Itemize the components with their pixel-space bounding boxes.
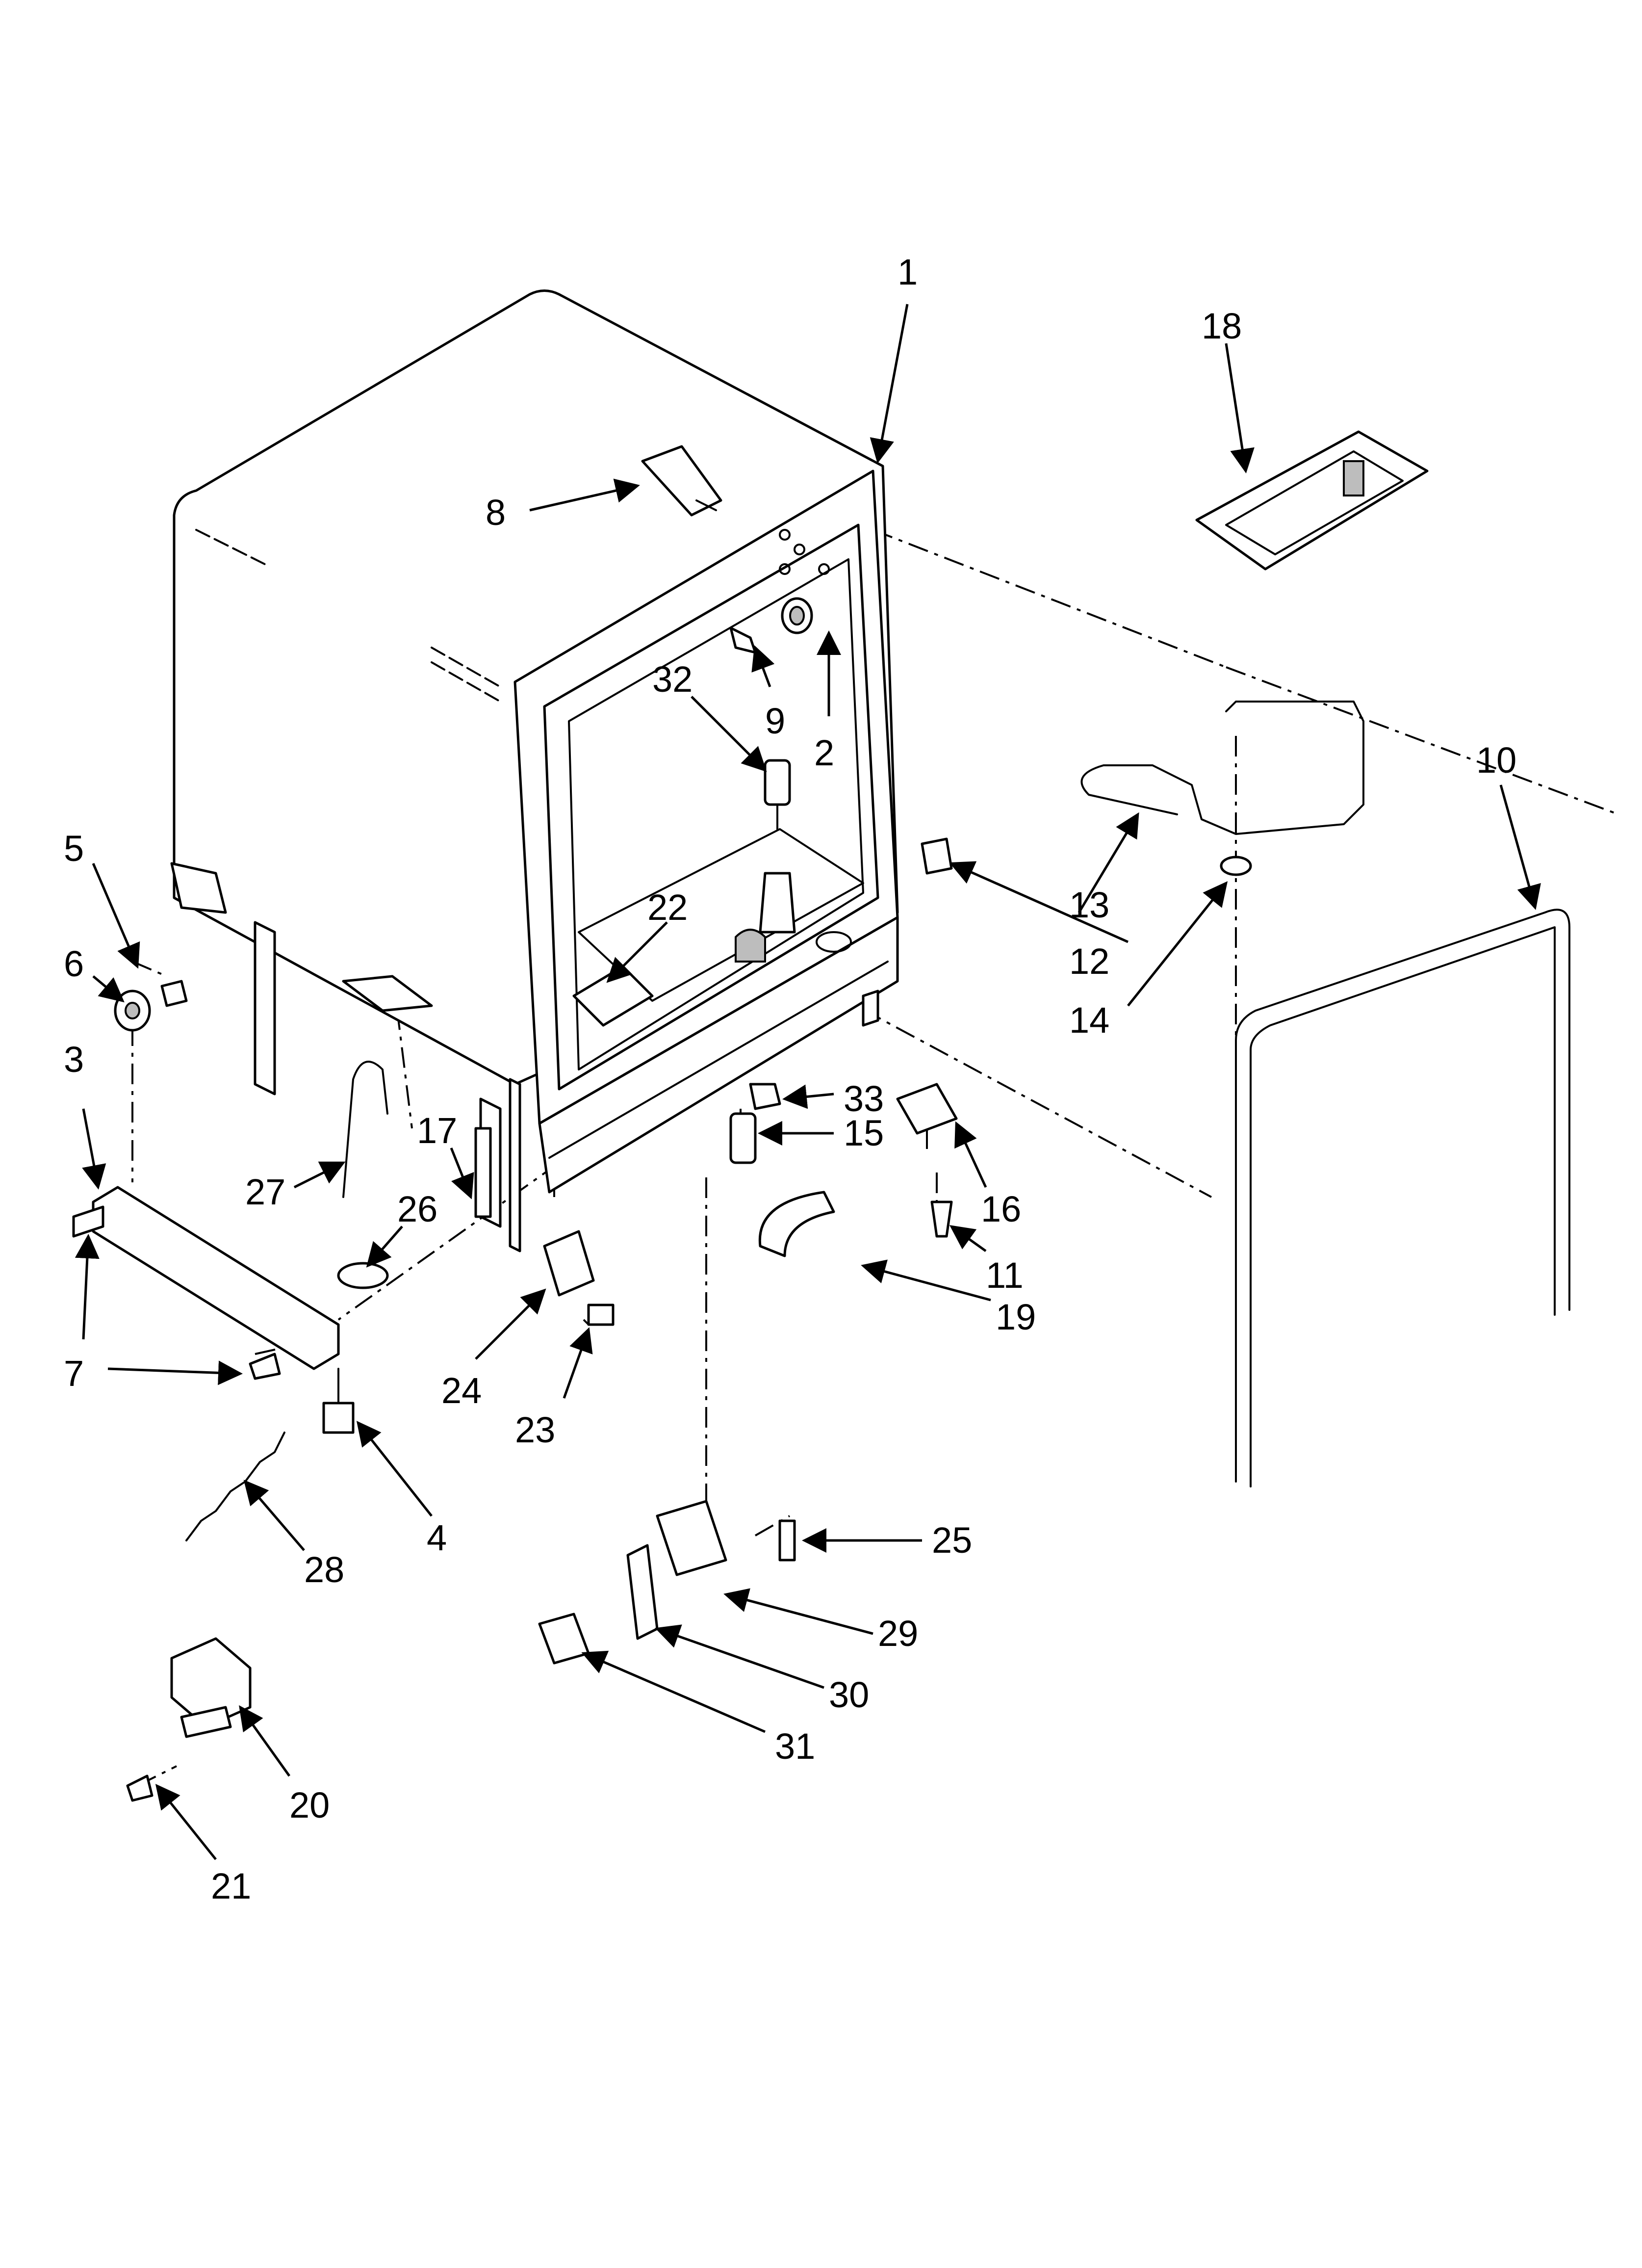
callout-1: 1 xyxy=(898,252,918,292)
callout-20: 20 xyxy=(289,1785,330,1825)
callout-8: 8 xyxy=(486,492,506,533)
callout-23: 23 xyxy=(515,1409,555,1450)
inlet-fitting xyxy=(781,597,813,634)
hose-clamp-26 xyxy=(337,1262,389,1289)
tub-tower xyxy=(759,872,852,953)
mounting-bracket xyxy=(92,1186,340,1370)
callout-14: 14 xyxy=(1069,1000,1109,1041)
screw-25 xyxy=(778,1519,796,1562)
callout-4: 4 xyxy=(427,1517,447,1558)
callout-21: 21 xyxy=(211,1866,251,1906)
callout-11: 11 xyxy=(986,1255,1024,1296)
washer xyxy=(1220,856,1252,876)
switch xyxy=(896,1083,958,1135)
callout-27: 27 xyxy=(245,1172,285,1212)
callout-13: 13 xyxy=(1069,885,1109,925)
callout-12: 12 xyxy=(1069,941,1109,982)
spacer xyxy=(729,1112,757,1164)
vent-cover xyxy=(1195,430,1429,571)
callout-18: 18 xyxy=(1202,306,1242,346)
u-frame xyxy=(1235,909,1570,1487)
screw-7-upper xyxy=(72,1205,104,1238)
callout-10: 10 xyxy=(1476,740,1516,781)
callout-9: 9 xyxy=(765,701,785,741)
screw-5 xyxy=(160,980,188,1007)
callout-3: 3 xyxy=(64,1039,84,1080)
callout-16: 16 xyxy=(981,1189,1021,1229)
callout-29: 29 xyxy=(878,1613,918,1654)
callout-labels: 1 2 3 4 5 6 7 7 8 9 10 11 12 13 14 15 16… xyxy=(64,252,1516,1906)
latch-housing xyxy=(656,1500,727,1576)
latch-lever xyxy=(626,1544,659,1640)
callout-31: 31 xyxy=(775,1726,815,1767)
strip xyxy=(474,1127,492,1218)
callout-32: 32 xyxy=(652,659,693,700)
callout-26: 26 xyxy=(397,1189,437,1229)
callout-5: 5 xyxy=(64,828,84,869)
callout-25: 25 xyxy=(932,1520,972,1561)
callout-24: 24 xyxy=(441,1370,482,1411)
callout-15: 15 xyxy=(844,1113,884,1153)
callout-7: 7 xyxy=(64,1353,84,1394)
screw-7-lower xyxy=(249,1353,281,1380)
screw-11 xyxy=(930,1200,953,1238)
spring xyxy=(185,1432,285,1541)
callout-17: 17 xyxy=(417,1110,457,1151)
top-bracket xyxy=(641,445,722,517)
screw-21 xyxy=(126,1774,154,1802)
door-latch xyxy=(543,1230,595,1297)
nut-33 xyxy=(749,1083,781,1110)
clip xyxy=(921,837,953,875)
callout-30: 30 xyxy=(829,1674,869,1715)
hose-clamp xyxy=(758,1191,835,1257)
latch-cover xyxy=(538,1613,590,1665)
washer-6-hole xyxy=(125,1002,140,1019)
callout-6: 6 xyxy=(64,943,84,984)
valve-bracket xyxy=(180,1706,232,1738)
leader-lines xyxy=(75,304,1541,1860)
callout-28: 28 xyxy=(304,1549,344,1590)
screw-23 xyxy=(587,1303,615,1326)
callout-22: 22 xyxy=(647,887,688,928)
drain-hose xyxy=(342,1061,388,1198)
callout-19: 19 xyxy=(996,1297,1036,1337)
tube xyxy=(1080,701,1364,835)
vent xyxy=(764,759,791,830)
callout-2: 2 xyxy=(814,732,834,773)
callout-33: 33 xyxy=(844,1078,884,1119)
leveling-foot xyxy=(322,1402,355,1434)
